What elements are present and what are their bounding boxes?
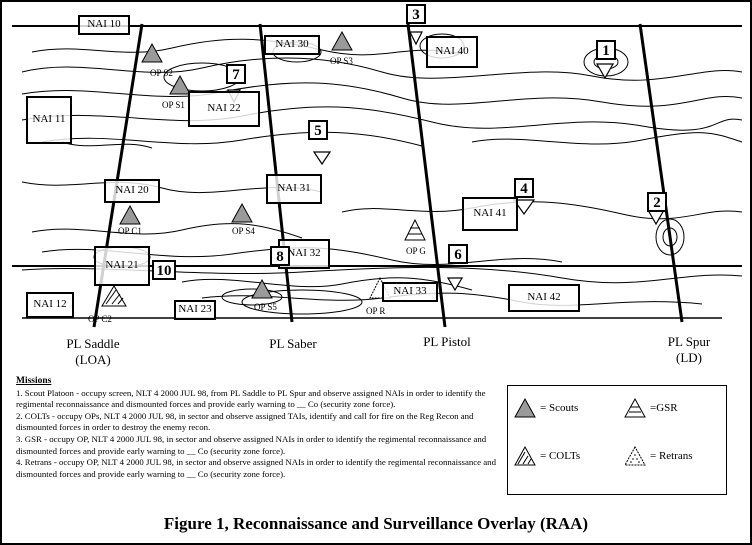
op-label: OP R bbox=[366, 306, 386, 316]
point-6-marker: 6 bbox=[448, 244, 468, 264]
pl-pistol-label: PL Pistol bbox=[423, 334, 471, 349]
scout-op-c1-icon bbox=[119, 204, 141, 225]
scout-op-s3-icon bbox=[331, 30, 353, 51]
legend-retrans: = Retrans bbox=[624, 446, 693, 466]
gsr-op-icon bbox=[404, 218, 426, 241]
nai-42-box: NAI 42 bbox=[508, 284, 580, 312]
scout-op-s5-icon bbox=[251, 278, 273, 299]
point-8-marker: 8 bbox=[270, 246, 290, 266]
op-label: OP S4 bbox=[232, 226, 255, 236]
op-label: OP C2 bbox=[88, 314, 112, 324]
nai-21-box: NAI 21 bbox=[94, 246, 150, 286]
mission-item: 4. Retrans - occupy OP, NLT 4 2000 JUL 9… bbox=[16, 457, 496, 479]
op-label: OP S1 bbox=[162, 100, 185, 110]
nai-31-box: NAI 31 bbox=[266, 174, 322, 204]
nai-10-box: NAI 10 bbox=[78, 15, 130, 35]
legend-colts: = COLTs bbox=[514, 446, 580, 466]
nai-23-box: NAI 23 bbox=[174, 300, 216, 320]
nai-20-box: NAI 20 bbox=[104, 179, 160, 203]
retrans-symbol-icon bbox=[624, 446, 646, 466]
op-label: OP C1 bbox=[118, 226, 142, 236]
scout-op-s1-icon bbox=[169, 74, 191, 95]
point-7-marker: 7 bbox=[226, 64, 246, 84]
point-3-marker: 3 bbox=[406, 4, 426, 24]
point-4-marker: 4 bbox=[514, 178, 534, 198]
point-1-marker: 1 bbox=[596, 40, 616, 60]
op-label: OP S2 bbox=[150, 68, 173, 78]
mission-item: 2. COLTs - occupy OPs, NLT 4 2000 JUL 98… bbox=[16, 410, 474, 433]
legend-box: = Scouts =GSR = COLTs = Retrans bbox=[507, 385, 727, 495]
missions-title: Missions bbox=[16, 376, 52, 386]
pl-saber-line bbox=[258, 23, 294, 323]
legend-gsr: =GSR bbox=[624, 398, 678, 418]
mission-item: 1. Scout Platoon - occupy screen, NLT 4 … bbox=[16, 387, 486, 410]
point-2-marker: 2 bbox=[647, 192, 667, 212]
colts-symbol-icon bbox=[514, 446, 536, 466]
gsr-symbol-icon bbox=[624, 398, 646, 418]
scouts-symbol-icon bbox=[514, 398, 536, 418]
nai-40-box: NAI 40 bbox=[426, 36, 478, 68]
op-label: OP S5 bbox=[254, 302, 277, 312]
scout-op-s4-icon bbox=[231, 202, 253, 223]
nai-33-box: NAI 33 bbox=[382, 282, 438, 302]
scout-op-s2-icon bbox=[141, 42, 163, 63]
pl-saddle-label: PL Saddle (LOA) bbox=[66, 336, 120, 367]
pl-saber-label: PL Saber bbox=[269, 336, 317, 351]
op-label: OP S3 bbox=[330, 56, 353, 66]
scout-ops bbox=[119, 30, 353, 299]
mission-item: 3. GSR - occupy OP, NLT 4 2000 JUL 98, i… bbox=[16, 433, 487, 456]
point-5-marker: 5 bbox=[308, 120, 328, 140]
colt-op-c2-icon bbox=[101, 285, 127, 307]
nai-30-box: NAI 30 bbox=[264, 35, 320, 55]
point-10-marker: 10 bbox=[152, 260, 176, 280]
pl-spur-line bbox=[638, 23, 684, 323]
legend-scouts: = Scouts bbox=[514, 398, 578, 418]
pl-spur-label: PL Spur (LD) bbox=[667, 334, 711, 365]
nai-11-box: NAI 11 bbox=[26, 96, 72, 144]
op-label: OP G bbox=[406, 246, 426, 256]
nai-12-box: NAI 12 bbox=[26, 292, 74, 318]
figure-caption: Figure 1, Reconnaissance and Surveillanc… bbox=[163, 514, 589, 533]
nai-41-box: NAI 41 bbox=[462, 197, 518, 231]
nai-22-box: NAI 22 bbox=[188, 91, 260, 127]
missions-block: Missions 1. Scout Platoon - occupy scree… bbox=[16, 376, 506, 480]
pl-pistol-line bbox=[406, 23, 447, 328]
